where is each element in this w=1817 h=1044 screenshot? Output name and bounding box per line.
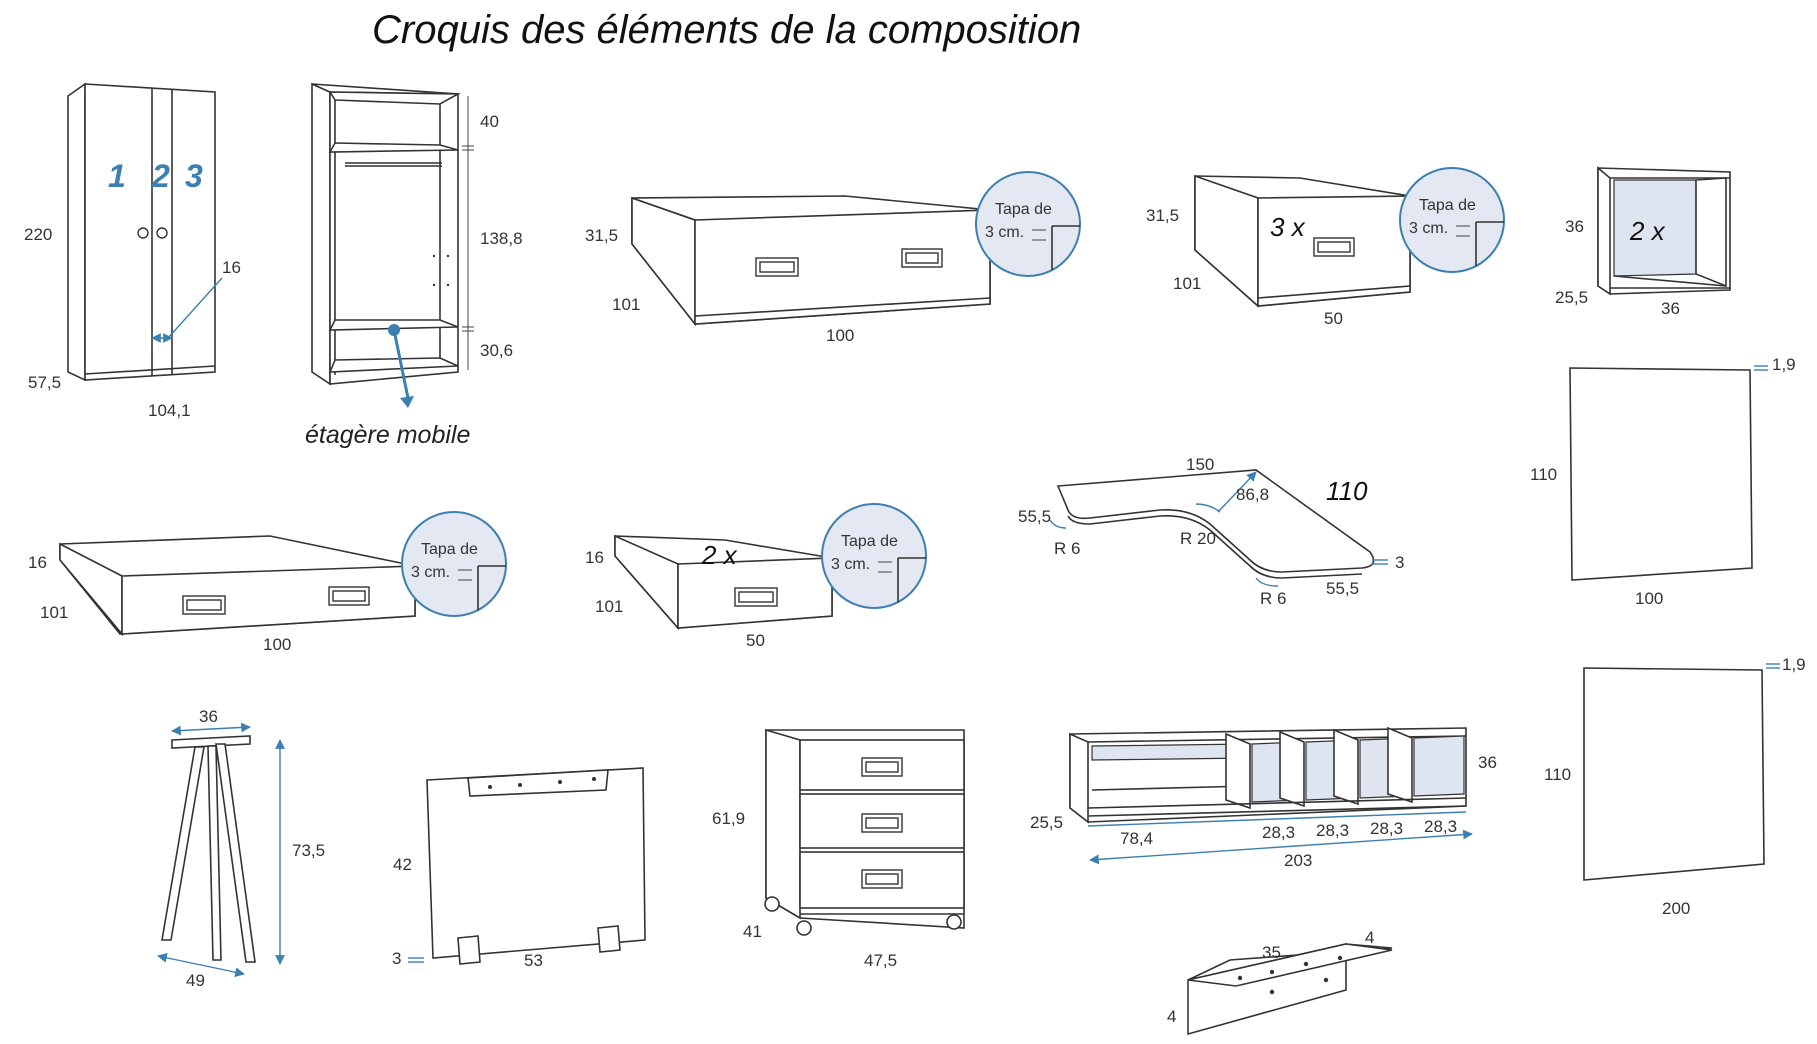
desk-radius-right-label: R 6 — [1260, 589, 1286, 608]
desk-right-length-label: 110 — [1326, 476, 1368, 506]
sheet-title: Croquis des éléments de la composition — [372, 8, 1081, 52]
panel1-width-label: 100 — [1635, 589, 1663, 608]
svg-text:3 cm.: 3 cm. — [985, 224, 1024, 241]
desk-depth-right-label: 55,5 — [1326, 579, 1359, 598]
desk-radius-left-label: R 6 — [1054, 539, 1080, 558]
desk-thickness-label: 3 — [1395, 553, 1404, 572]
mobile-shelf-label: étagère mobile — [305, 421, 470, 449]
leg-top-label: 36 — [199, 707, 218, 726]
door-knob — [137, 227, 149, 239]
wardrobe-interior: 40 138,8 30,6 étagère mobile — [305, 82, 523, 449]
panel1-height-label: 110 — [1530, 465, 1557, 484]
wardrobe: 1 2 3 220 57,5 104,1 16 — [24, 82, 241, 420]
door-number-2: 2 — [151, 158, 170, 194]
caster-wheel — [946, 914, 962, 930]
low-drawer-large-depth-label: 101 — [40, 603, 68, 622]
drawer-small-qty: 3 x — [1270, 212, 1306, 242]
cube: 2 x 36 25,5 36 — [1555, 166, 1731, 318]
low-drawer-small-qty: 2 x — [701, 540, 738, 570]
low-drawer-large-height-label: 16 — [28, 553, 47, 572]
drawer-large-width-label: 100 — [826, 326, 854, 345]
pedestal-height-label: 61,9 — [712, 809, 745, 828]
modesty-panel: 42 3 53 — [392, 767, 646, 970]
drawer-small-width-label: 50 — [1324, 309, 1343, 328]
cube-width-label: 36 — [1661, 299, 1680, 318]
door-number-1: 1 — [108, 158, 126, 194]
interior-middle-label: 138,8 — [480, 229, 523, 248]
angle-bracket: 35 4 4 — [1167, 928, 1393, 1036]
open-shelf-unit: 36 25,5 78,4 28,3 28,3 28,3 28,3 203 — [1030, 726, 1497, 870]
wardrobe-height-label: 220 — [24, 225, 52, 244]
desk-radius-inner-label: R 20 — [1180, 529, 1216, 548]
panel2-width-label: 200 — [1662, 899, 1690, 918]
panel-100x110: 1,9 110 100 — [1530, 355, 1796, 608]
door-gap-label: 16 — [222, 258, 241, 277]
low-drawer-large: 16 101 100 Tapa de 3 cm. — [28, 511, 507, 654]
shelf-section-5-label: 28,3 — [1424, 817, 1457, 836]
wardrobe-width-label: 104,1 — [148, 401, 191, 420]
trestle-leg: 36 73,5 49 — [157, 707, 325, 990]
pedestal: 61,9 41 47,5 — [712, 728, 965, 970]
bracket-height-label: 4 — [1167, 1007, 1176, 1026]
panel2-thickness-label: 1,9 — [1782, 655, 1806, 674]
bracket-thickness-label: 4 — [1365, 928, 1374, 947]
cube-height-label: 36 — [1565, 217, 1584, 236]
shelf-section-2-label: 28,3 — [1262, 823, 1295, 842]
svg-text:Tapa de: Tapa de — [421, 541, 478, 558]
desk-diagonal-label: 86,8 — [1236, 485, 1269, 504]
interior-bottom-label: 30,6 — [480, 341, 513, 360]
svg-text:Tapa de: Tapa de — [1419, 197, 1476, 214]
low-drawer-small-width-label: 50 — [746, 631, 765, 650]
svg-text:3 cm.: 3 cm. — [831, 556, 870, 573]
panel2-height-label: 110 — [1544, 765, 1571, 784]
desk-top-length-label: 150 — [1186, 455, 1214, 474]
drawer-small-height-label: 31,5 — [1146, 206, 1179, 225]
shelf-section-4-label: 28,3 — [1370, 819, 1403, 838]
shelf-section-1-label: 78,4 — [1120, 829, 1153, 848]
door-knob — [156, 227, 168, 239]
shelf-total-label: 203 — [1284, 851, 1312, 870]
pedestal-width-label: 47,5 — [864, 951, 897, 970]
shelf-depth-label: 25,5 — [1030, 813, 1063, 832]
shelf-section-3-label: 28,3 — [1316, 821, 1349, 840]
caster-wheel — [764, 896, 780, 912]
door-number-3: 3 — [185, 158, 203, 194]
leg-base-label: 49 — [186, 971, 205, 990]
wardrobe-depth-label: 57,5 — [28, 373, 61, 392]
low-drawer-small: 2 x 16 101 50 Tapa de 3 cm. — [585, 503, 927, 650]
svg-text:Tapa de: Tapa de — [995, 201, 1052, 218]
bracket-length-label: 35 — [1262, 943, 1281, 962]
drawer-large-depth-label: 101 — [612, 295, 640, 314]
cube-depth-label: 25,5 — [1555, 288, 1588, 307]
shelf-height-label: 36 — [1478, 753, 1497, 772]
modesty-width-label: 53 — [524, 951, 543, 970]
leg-height-label: 73,5 — [292, 841, 325, 860]
corner-desk: 150 86,8 55,5 R 6 R 20 110 3 R 6 55,5 — [1018, 455, 1404, 608]
panel1-thickness-label: 1,9 — [1772, 355, 1796, 374]
modesty-thickness-label: 3 — [392, 949, 401, 968]
svg-text:Tapa de: Tapa de — [841, 533, 898, 550]
drawer-large-height-label: 31,5 — [585, 226, 618, 245]
interior-top-label: 40 — [480, 112, 499, 131]
drawer-small: 3 x 31,5 101 50 Tapa de 3 cm. — [1146, 167, 1505, 328]
drawer-large: 31,5 101 100 Tapa de 3 cm. — [585, 171, 1081, 345]
caster-wheel — [796, 920, 812, 936]
desk-depth-left-label: 55,5 — [1018, 507, 1051, 526]
cube-qty: 2 x — [1629, 216, 1666, 246]
drawer-small-depth-label: 101 — [1173, 274, 1201, 293]
svg-text:3 cm.: 3 cm. — [411, 564, 450, 581]
panel-200x110: 1,9 110 200 — [1544, 655, 1806, 918]
svg-text:3 cm.: 3 cm. — [1409, 220, 1448, 237]
pedestal-depth-label: 41 — [743, 922, 762, 941]
low-drawer-large-width-label: 100 — [263, 635, 291, 654]
low-drawer-small-depth-label: 101 — [595, 597, 623, 616]
low-drawer-small-height-label: 16 — [585, 548, 604, 567]
modesty-height-label: 42 — [393, 855, 412, 874]
